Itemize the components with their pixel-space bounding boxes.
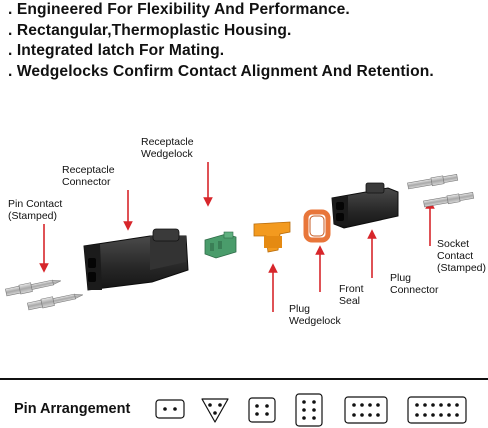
front-seal-part bbox=[306, 212, 328, 240]
pin-arrangement-title: Pin Arrangement bbox=[14, 401, 130, 417]
pin-layout-2 bbox=[155, 399, 185, 419]
socket-contact-part bbox=[407, 173, 474, 208]
pin-contact-part bbox=[5, 276, 84, 310]
pin-layout-12 bbox=[407, 396, 467, 424]
pin-layout-8 bbox=[344, 396, 388, 424]
label-pin-contact: Pin Contact(Stamped) bbox=[8, 198, 62, 222]
plug-connector-part bbox=[332, 183, 398, 228]
divider-line bbox=[0, 378, 488, 380]
receptacle-wedgelock-part bbox=[205, 232, 236, 258]
pin-layout-3 bbox=[200, 397, 230, 424]
pin-layout-4 bbox=[248, 397, 276, 423]
pin-layout-6 bbox=[295, 393, 323, 427]
plug-wedgelock-part bbox=[254, 222, 290, 252]
receptacle-connector-part bbox=[84, 229, 188, 290]
